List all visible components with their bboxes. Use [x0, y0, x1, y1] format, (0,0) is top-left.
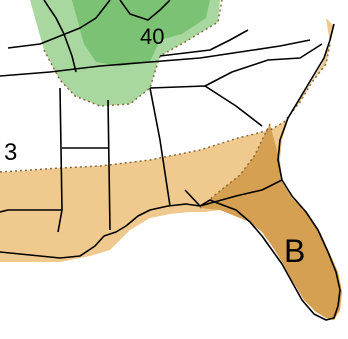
contour-label-3: 3 — [4, 139, 17, 166]
tan-outlook-region-dark — [200, 124, 342, 320]
green-outlook-region-inner — [72, 0, 210, 66]
state-line-9 — [43, 0, 77, 73]
state-line-3 — [149, 87, 171, 207]
state-line-13 — [119, 0, 171, 21]
contour-line-florida — [199, 123, 271, 209]
tan-outlook-region-light — [0, 18, 342, 320]
state-boundaries — [0, 0, 341, 321]
category-label-b: B — [284, 233, 305, 269]
state-line-7 — [0, 39, 311, 77]
contour-line-green-outer — [43, 0, 223, 107]
state-line-8 — [7, 0, 111, 49]
state-line-12 — [159, 29, 249, 57]
state-line-5 — [184, 179, 283, 207]
state-line-11 — [0, 209, 62, 213]
state-line-2 — [107, 99, 111, 231]
contour-label-40: 40 — [140, 24, 164, 49]
coastline-gulf — [0, 23, 341, 321]
state-line-4 — [149, 85, 263, 127]
state-line-6 — [204, 43, 323, 87]
